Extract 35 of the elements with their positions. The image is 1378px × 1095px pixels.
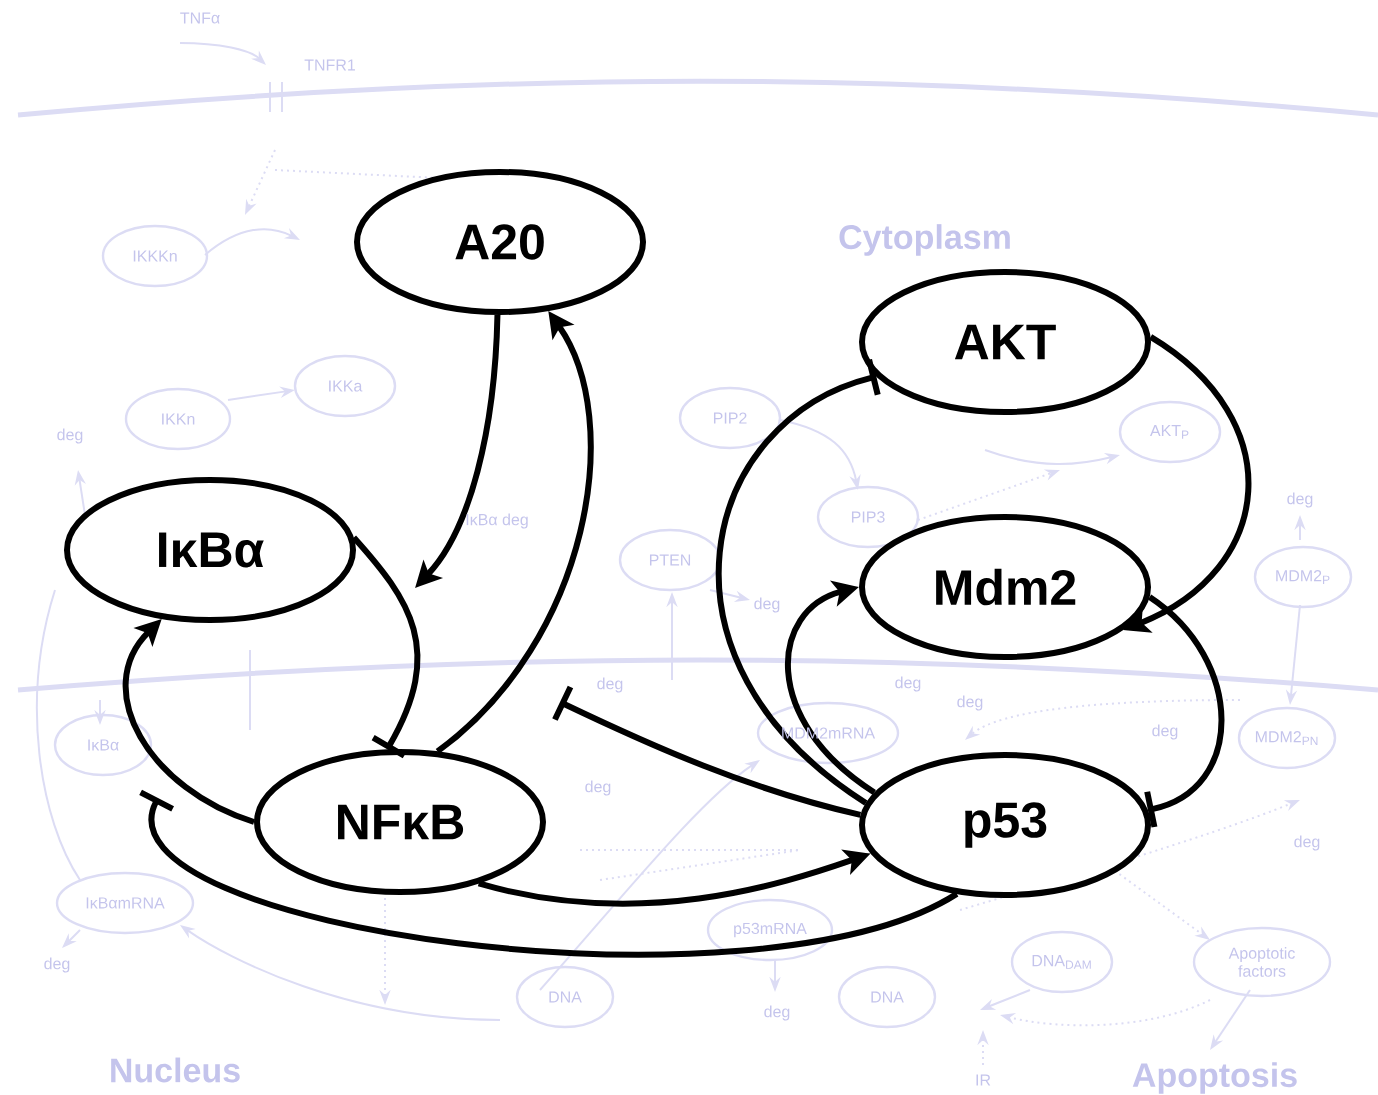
inhibition-arrow	[1144, 594, 1225, 828]
pathway-label: TNFR1	[304, 59, 355, 71]
compartment-label: Apoptosis	[1132, 1062, 1297, 1094]
arrow	[785, 580, 877, 795]
pathway-label: IR	[976, 1074, 991, 1086]
compartment-label: Nucleus	[111, 1057, 240, 1083]
pathway-label: AKT$_{P}$	[1150, 425, 1189, 439]
pathway-label: deg	[1152, 724, 1178, 740]
pathway-label: deg	[754, 597, 780, 613]
pathway-label: PIP2	[714, 412, 747, 424]
pathway-label: Apoptotic factors	[1228, 947, 1295, 977]
pathway-label: deg	[1287, 492, 1313, 508]
pathway-label: TNFα	[180, 12, 220, 24]
pathway-label: DNA$_{DAM}$	[1032, 955, 1091, 969]
pathway-label: PTEN	[650, 554, 691, 566]
pathway-label: DNA	[871, 991, 904, 1003]
pathway-label: IκBαmRNA	[86, 897, 165, 909]
pathway-label: deg	[57, 428, 83, 444]
pathway-label: deg	[44, 957, 70, 973]
pathway-label: IKKa	[329, 380, 363, 392]
pathway-label: p53mRNA	[734, 922, 807, 938]
pathway-label: MDM2$_{PN}$	[1255, 731, 1318, 745]
pathway-label: deg	[1294, 835, 1320, 851]
pathway-label: deg	[895, 676, 921, 692]
pathway-label: DNA	[549, 991, 582, 1003]
pathway-label: deg	[597, 677, 623, 693]
pathway-label: IKKn	[162, 413, 195, 425]
pathway-label: IKKKn	[133, 250, 177, 262]
pathway-label: deg	[764, 1005, 790, 1021]
pathway-label: deg	[585, 780, 611, 796]
pathway-label: IκBα	[88, 739, 119, 751]
inhibition-arrow	[716, 359, 881, 806]
pathway-label: deg	[957, 695, 983, 711]
pathway-label: IκBα deg	[466, 513, 528, 529]
pathway-label: MDM2$_{P}$	[1276, 570, 1330, 584]
